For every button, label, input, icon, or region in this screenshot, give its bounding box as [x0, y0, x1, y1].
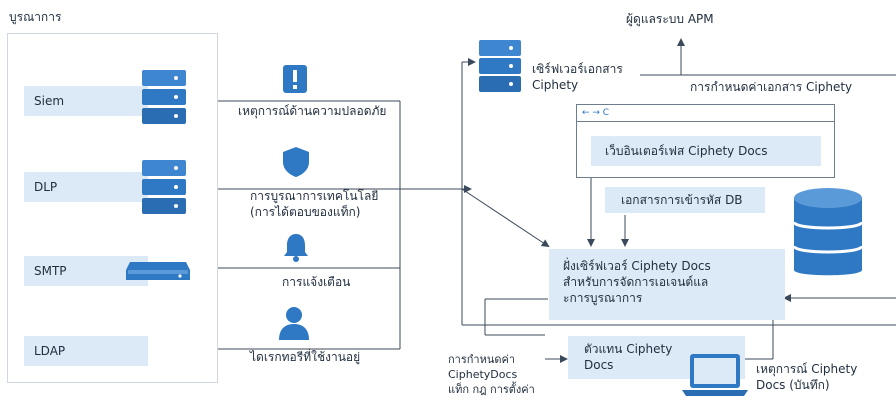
web-interface-label: เว็บอินเตอร์เฟส Ciphety Docs — [591, 136, 821, 166]
tech-integration-label: การบูรณาการเทคโนโลยี — [250, 189, 379, 203]
dlp-server-icon — [142, 160, 186, 214]
apm-admin-label: ผู้ดูแลระบบ APM — [626, 12, 714, 26]
smtp-device-icon — [126, 262, 190, 280]
user-directory-label: ไดเรกทอรีที่ใช้งานอยู่ — [250, 350, 361, 364]
alert-icon — [283, 65, 307, 93]
user-icon — [279, 307, 309, 340]
siem-server-icon — [142, 70, 186, 124]
doc-server-sublabel: Ciphety — [532, 78, 579, 92]
doc-settings-label: การกำหนดค่าเอกสาร Ciphety — [690, 80, 853, 94]
dlp-label: DLP — [24, 172, 148, 202]
bell-icon — [284, 234, 308, 262]
server-side-line3: ะการบูรณาการ — [563, 291, 643, 305]
browser-window: ← → C เว็บอินเตอร์เฟส Ciphety Docs — [576, 104, 835, 178]
agent-line1: ตัวแทน Ciphety — [584, 342, 673, 356]
security-events-label: เหตุการณ์ด้านความปลอดภัย — [238, 104, 387, 118]
server-side-line2: สำหรับการจัดการเอเจนต์แล — [563, 275, 709, 289]
server-side-line1: ฝั่งเซิร์ฟเวอร์ Ciphety Docs — [563, 259, 711, 273]
doc-server-label: เซิร์ฟเวอร์เอกสาร — [532, 62, 623, 76]
database-icon — [792, 188, 864, 276]
config-line1: การกำหนดค่า — [448, 353, 516, 366]
tech-integration-sublabel: (การได้ตอบของแท็ก) — [250, 205, 361, 219]
laptop-icon — [682, 354, 748, 396]
agent-line2: Docs — [584, 358, 614, 372]
browser-nav: ← → C — [577, 105, 834, 122]
config-line3: แท็ก กฎ การตั้งค่า — [448, 383, 535, 396]
events-line1: เหตุการณ์ Ciphety — [756, 362, 858, 376]
notifications-label: การแจ้งเตือน — [282, 275, 351, 289]
shield-icon — [283, 147, 309, 177]
siem-label: Siem — [24, 86, 148, 116]
events-line2: Docs (บันทึก) — [756, 378, 830, 392]
ldap-label: LDAP — [24, 336, 148, 366]
encrypted-db-label: เอกสารการเข้ารหัส DB — [605, 187, 765, 213]
group-title: บูรณาการ — [9, 10, 62, 24]
doc-server-icon — [479, 40, 521, 92]
server-side-box: ฝั่งเซิร์ฟเวอร์ Ciphety Docs สำหรับการจั… — [549, 249, 785, 320]
config-line2: CiphetyDocs — [448, 368, 518, 381]
